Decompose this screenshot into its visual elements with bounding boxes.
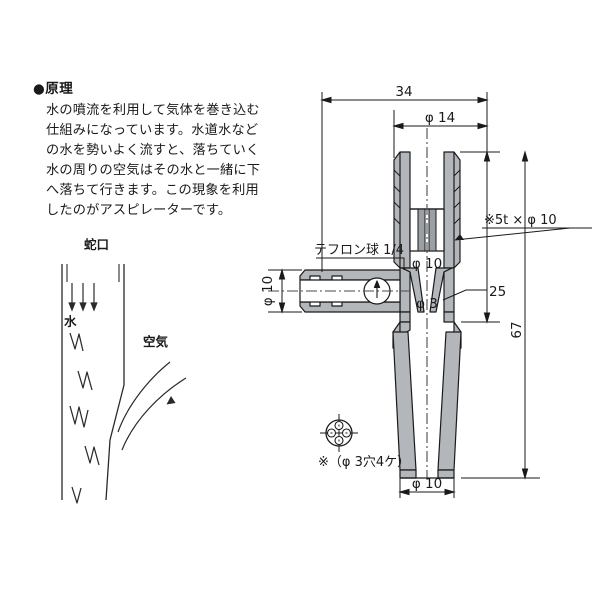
principle-heading: ●原理 (33, 80, 73, 100)
barb-lower-wall (299, 301, 401, 313)
nozzle-outer-left (399, 267, 411, 313)
dim-body-diameter (392, 110, 489, 158)
nozzle-orifice-leader (442, 289, 487, 301)
cup-thread-right (453, 169, 461, 225)
dim-inlet-diameter (268, 268, 302, 314)
principle-bullet-icon: ● (33, 81, 46, 97)
insert-sleeve-wall-left (417, 208, 426, 252)
insert-note-annotation: ※5t × φ 10 (484, 213, 557, 228)
cup-thread-left (393, 169, 401, 225)
barb-upper-wall (299, 269, 401, 281)
upper-cup-right-wall (443, 151, 461, 269)
nozzle-base-left (399, 311, 411, 323)
principle-line-5: へ落ちて行きます。この現象を利用 (46, 183, 259, 199)
dim-overall-width-value: 34 (395, 84, 412, 100)
dim-outlet-diameter (398, 478, 456, 498)
dim-overall-height-value: 67 (509, 321, 525, 338)
hole-note-annotation: ※（φ 3穴4ケ） (318, 455, 410, 470)
outlet-tube-right-wall (437, 331, 462, 471)
principle-line-2: 仕組みになっています。水道水など (46, 123, 259, 139)
nozzle-base-right (443, 311, 455, 323)
principle-line-1: 水の噴流を利用して気体を巻き込む (46, 103, 260, 118)
insert-sleeve-wall-right (428, 208, 437, 252)
dim-body-diameter-value: φ 14 (425, 110, 455, 126)
center-lines (268, 128, 428, 478)
hole-pattern-detail (320, 414, 358, 452)
dim-upper-height-value: 25 (489, 284, 506, 300)
stream-right-wall-lower (105, 384, 125, 501)
outlet-tube-left-wall (392, 331, 417, 471)
dim-overall-width (320, 92, 489, 272)
principle-line-3: の水を勢いよく流すと、落ちていく (46, 143, 260, 159)
dim-overall-height (461, 150, 540, 480)
principle-line-6: したのがアスピレーターです。 (46, 203, 232, 219)
label-nozzle-orifice: φ 3 (416, 296, 438, 312)
air-label: 空気 (143, 334, 169, 349)
dim-inlet-diameter-value: φ 10 (260, 276, 276, 306)
teflon-ball-annotation: テフロン球 1/4 (314, 243, 404, 258)
water-flow-arrows (68, 283, 98, 312)
water-label: 水 (64, 314, 77, 329)
aspirator-body (392, 151, 462, 479)
air-flow-curves (117, 361, 187, 451)
insert-note-leader (454, 227, 592, 241)
principle-body-text: 水の噴流を利用して気体を巻き込む 仕組みになっています。水道水など の水を勢いよ… (46, 101, 260, 221)
label-inner-bore: φ 10 (412, 256, 442, 272)
dim-outlet-diameter-value: φ 10 (412, 476, 442, 492)
nozzle-outer-right (443, 267, 455, 313)
principle-line-4: 水の周りの空気はその水と一緒に下 (46, 163, 261, 179)
principle-heading-text: 原理 (45, 81, 74, 97)
water-turbulence-marks (69, 332, 100, 504)
faucet-label: 蛇口 (84, 237, 110, 252)
hole-detail-crosshair (320, 414, 358, 452)
teflon-ball-leader (316, 257, 405, 270)
